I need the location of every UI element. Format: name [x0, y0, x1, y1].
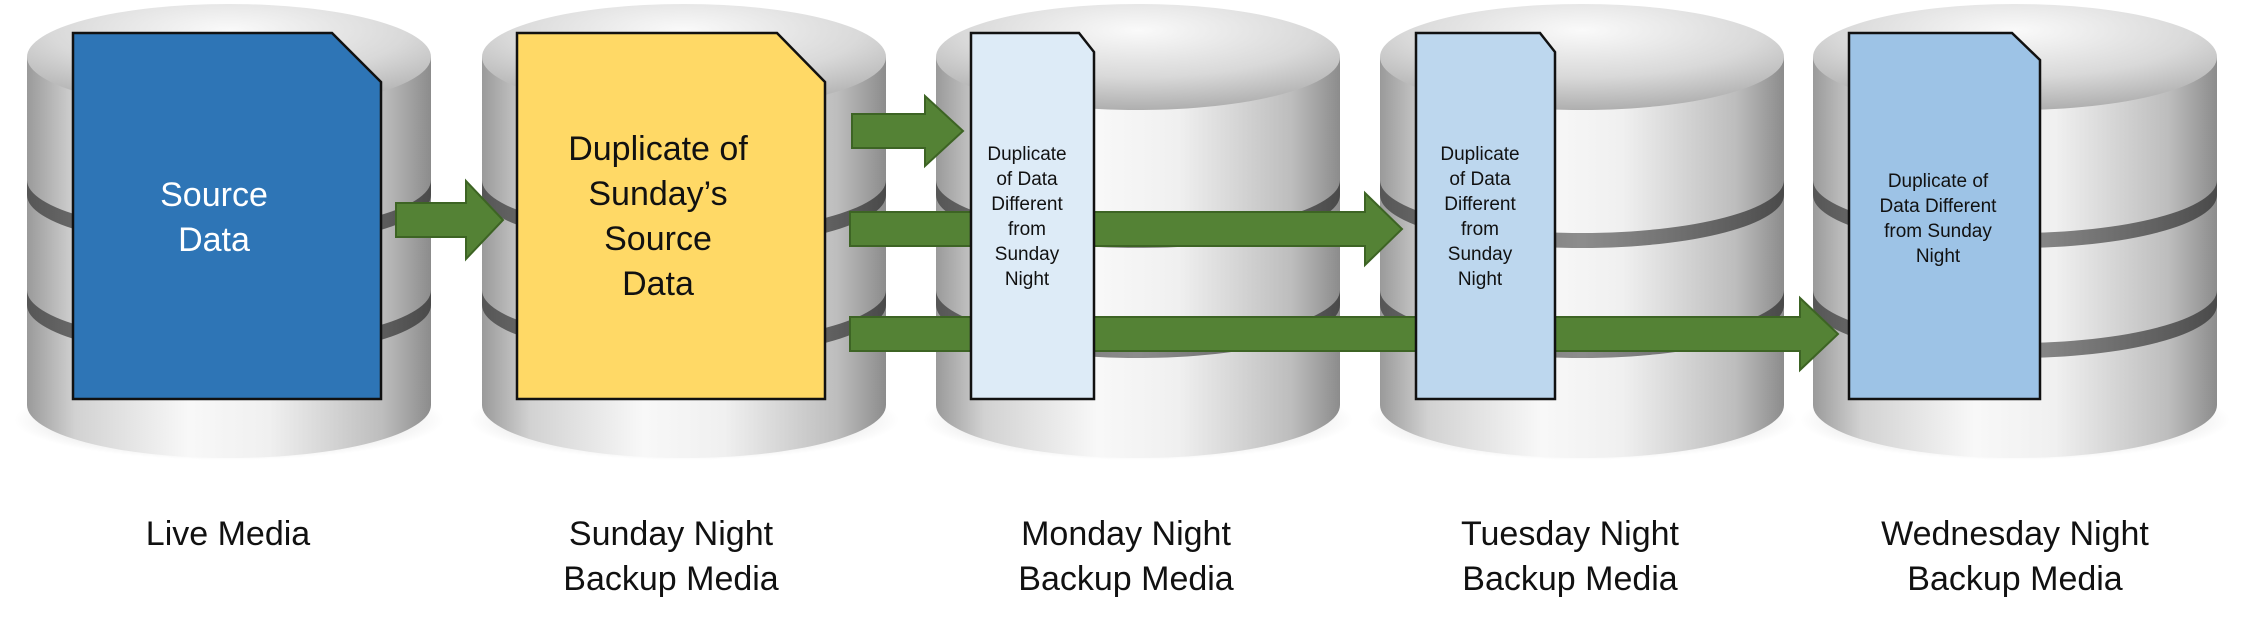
text-line: Wednesday Night [1881, 515, 2149, 553]
caption-live-media: Live Media [146, 515, 311, 553]
text-line: Sunday [1448, 244, 1513, 265]
text-line: Backup Media [563, 560, 779, 598]
text-line: Duplicate [987, 144, 1066, 165]
text-line: Data Different [1880, 196, 1998, 217]
arrow-sunday-to-monday [851, 93, 965, 169]
arrow-sunday-to-tuesday [849, 190, 1404, 268]
text-line: Data [622, 265, 694, 303]
text-line: Monday Night [1021, 515, 1231, 553]
text-line: from [1008, 219, 1046, 240]
text-line: Live Media [146, 515, 311, 553]
text-line: Different [991, 194, 1063, 215]
arrows [395, 93, 1840, 373]
text-line: from [1461, 219, 1499, 240]
text-line: Duplicate of [1888, 171, 1989, 192]
text-line: of Data [996, 169, 1058, 190]
text-line: Backup Media [1907, 560, 2123, 598]
text-line: Different [1444, 194, 1516, 215]
text-line: Night [1458, 269, 1503, 290]
text-line: Duplicate of [568, 130, 748, 168]
text-line: Night [1005, 269, 1050, 290]
text-line: Source [604, 220, 712, 258]
text-line: of Data [1449, 169, 1511, 190]
text-line: Backup Media [1018, 560, 1234, 598]
text-line: Sunday Night [569, 515, 774, 553]
text-line: Tuesday Night [1461, 515, 1680, 553]
text-line: from Sunday [1884, 221, 1992, 242]
text-line: Duplicate [1440, 144, 1519, 165]
text-line: Backup Media [1462, 560, 1678, 598]
text-line: Data [178, 221, 250, 259]
text-line: Sunday’s [588, 175, 727, 213]
arrow-live-to-sunday [395, 178, 505, 262]
text-line: Sunday [995, 244, 1060, 265]
text-line: Source [160, 176, 268, 214]
text-line: Night [1916, 246, 1961, 267]
